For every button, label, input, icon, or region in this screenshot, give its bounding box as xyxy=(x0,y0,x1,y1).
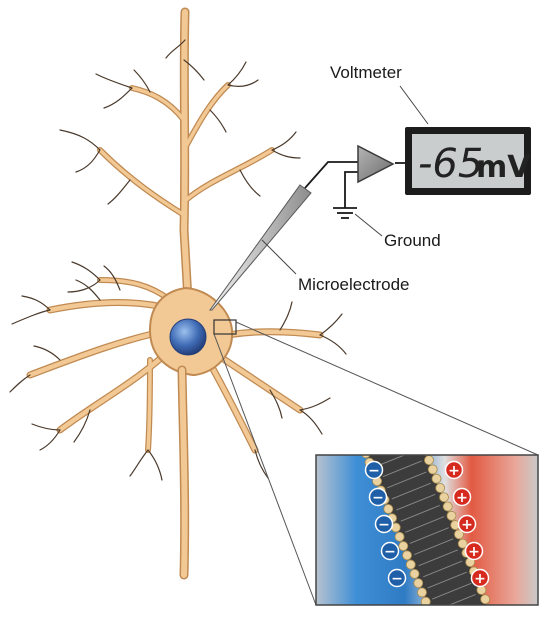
negative-ion: − xyxy=(368,487,388,507)
membrane-inset: − − − − − + + + + + xyxy=(316,455,538,605)
svg-text:+: + xyxy=(461,517,473,533)
negative-ions: − − − − − xyxy=(364,460,407,588)
inset-frame xyxy=(315,454,539,606)
svg-text:−: − xyxy=(384,544,396,560)
positive-ion: + xyxy=(464,541,484,561)
voltmeter-reading: -65 xyxy=(418,141,483,187)
ground-label: Ground xyxy=(384,231,441,250)
voltmeter-unit: mV xyxy=(476,150,531,185)
neuron xyxy=(9,7,347,580)
svg-text:−: − xyxy=(391,571,403,587)
voltmeter-display: -65 mV xyxy=(405,127,531,195)
negative-ion: − xyxy=(387,568,407,588)
svg-text:+: + xyxy=(468,544,480,560)
positive-ion: + xyxy=(452,487,472,507)
svg-text:−: − xyxy=(368,463,380,479)
svg-text:−: − xyxy=(372,490,384,506)
svg-text:+: + xyxy=(474,571,486,587)
microelectrode-leader xyxy=(261,239,297,275)
voltmeter-label: Voltmeter xyxy=(330,63,402,82)
positive-ion: + xyxy=(457,514,477,534)
ground-wire xyxy=(344,171,360,208)
negative-ion: − xyxy=(364,460,384,480)
microelectrode xyxy=(209,184,312,311)
ground-leader xyxy=(354,213,383,237)
positive-ion: + xyxy=(444,460,464,480)
svg-text:−: − xyxy=(378,517,390,533)
negative-ion: − xyxy=(374,514,394,534)
circuit-wires xyxy=(304,161,405,208)
nucleus xyxy=(169,318,207,356)
microelectrode-shaft xyxy=(209,184,312,311)
svg-text:+: + xyxy=(456,490,468,506)
zoom-lines xyxy=(213,321,539,606)
probe-wire xyxy=(304,161,360,189)
positive-ion: + xyxy=(470,568,490,588)
negative-ion: − xyxy=(380,541,400,561)
microelectrode-label: Microelectrode xyxy=(298,275,410,294)
svg-text:+: + xyxy=(448,463,460,479)
zoom-region-marker xyxy=(213,319,237,335)
dendrite-twigs xyxy=(9,39,347,481)
amplifier-icon xyxy=(357,144,395,184)
voltmeter-leader xyxy=(399,85,429,125)
positive-ions: + + + + + xyxy=(444,460,490,588)
ground-icon xyxy=(333,207,357,219)
